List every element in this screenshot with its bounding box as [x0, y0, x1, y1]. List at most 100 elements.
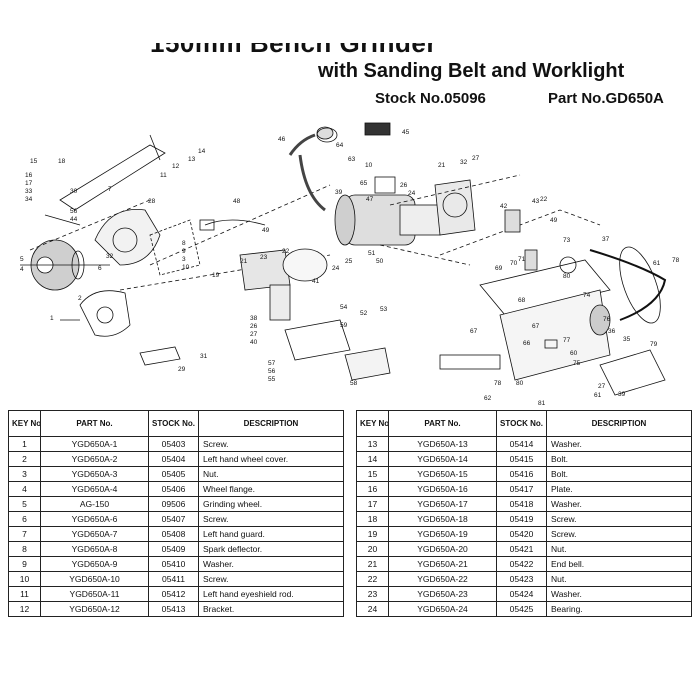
cell-stock-no: 05412 [148, 586, 199, 602]
cell-part-no: YGD650A-9 [40, 556, 149, 572]
diagram-label: 11 [160, 172, 167, 179]
diagram-label: 80 [563, 273, 571, 280]
cell-key: 2 [8, 451, 41, 467]
diagram-label: 78 [494, 380, 502, 387]
diagram-label: 66 [523, 340, 531, 347]
cell-description: Screw. [546, 511, 692, 527]
cell-stock-no: 05423 [496, 571, 547, 587]
cell-description: Washer. [198, 556, 344, 572]
cell-description: Screw. [198, 511, 344, 527]
cell-stock-no: 05425 [496, 601, 547, 617]
diagram-label: 54 [340, 304, 348, 311]
diagram-label: 9 [182, 248, 186, 255]
cell-stock-no: 09506 [148, 496, 199, 512]
diagram-label: 45 [402, 129, 410, 136]
cell-part-no: YGD650A-4 [40, 481, 149, 497]
cell-part-no: YGD650A-6 [40, 511, 149, 527]
cell-description: Grinding wheel. [198, 496, 344, 512]
diagram-label: 28 [148, 198, 156, 205]
diagram-label: 23 [260, 254, 268, 261]
diagram-label: 17 [25, 180, 33, 187]
title-crop-mask [0, 0, 700, 43]
diagram-label: 62 [484, 395, 492, 402]
cell-part-no: YGD650A-1 [40, 436, 149, 452]
diagram-label: 22 [540, 196, 548, 203]
diagram-label: 7 [108, 186, 112, 193]
diagram-label: 59 [340, 322, 348, 329]
cell-stock-no: 05413 [148, 601, 199, 617]
diagram-label: 53 [380, 306, 388, 313]
diagram-label: 58 [350, 380, 358, 387]
diagram-label: 42 [500, 203, 508, 210]
cell-description: Plate. [546, 481, 692, 497]
cell-description: Left hand eyeshield rod. [198, 586, 344, 602]
cell-description: Washer. [546, 436, 692, 452]
cell-part-no: YGD650A-18 [388, 511, 497, 527]
diagram-label: 44 [70, 216, 78, 223]
diagram-label: 57 [268, 360, 276, 367]
cell-key: 13 [356, 436, 389, 452]
column-header-key: KEY No. [356, 410, 389, 437]
diagram-label: 15 [30, 158, 38, 165]
cell-stock-no: 05416 [496, 466, 547, 482]
diagram-label: 33 [25, 188, 33, 195]
diagram-label: 41 [312, 278, 320, 285]
diagram-label: 75 [573, 360, 581, 367]
cell-stock-no: 05411 [148, 571, 199, 587]
diagram-label: 38 [250, 315, 258, 322]
column-header-description: DESCRIPTION [546, 410, 692, 437]
cell-description: Bolt. [546, 466, 692, 482]
cell-part-no: YGD650A-10 [40, 571, 149, 587]
column-header-stock: STOCK No. [496, 410, 547, 437]
diagram-label: 65 [360, 180, 368, 187]
diagram-label: 74 [583, 292, 591, 299]
diagram-label: 2 [78, 295, 82, 302]
cell-part-no: YGD650A-19 [388, 526, 497, 542]
cell-part-no: YGD650A-13 [388, 436, 497, 452]
cell-stock-no: 05421 [496, 541, 547, 557]
diagram-label: 49 [550, 217, 558, 224]
cell-description: Bracket. [198, 601, 344, 617]
diagram-label: 61 [594, 392, 602, 399]
diagram-label: 77 [563, 337, 571, 344]
cell-key: 7 [8, 526, 41, 542]
diagram-label: 27 [598, 383, 606, 390]
cell-description: Wheel flange. [198, 481, 344, 497]
diagram-label: 40 [250, 339, 258, 346]
diagram-label: 70 [510, 260, 518, 267]
cell-description: Screw. [198, 571, 344, 587]
cell-part-no: YGD650A-12 [40, 601, 149, 617]
diagram-label: 32 [106, 253, 114, 260]
cell-part-no: YGD650A-8 [40, 541, 149, 557]
diagram-label: 48 [233, 198, 241, 205]
diagram-label: 24 [332, 265, 340, 272]
cell-key: 8 [8, 541, 41, 557]
cell-key: 20 [356, 541, 389, 557]
diagram-label: 61 [653, 260, 661, 267]
diagram-label: 50 [376, 258, 384, 265]
cell-key: 5 [8, 496, 41, 512]
document-subtitle: with Sanding Belt and Worklight [318, 60, 625, 82]
cell-stock-no: 05407 [148, 511, 199, 527]
cell-stock-no: 05415 [496, 451, 547, 467]
cell-key: 18 [356, 511, 389, 527]
diagram-label: 6 [98, 265, 102, 272]
cell-key: 3 [8, 466, 41, 482]
cell-description: Nut. [546, 571, 692, 587]
diagram-label: 27 [472, 155, 480, 162]
diagram-label: 29 [178, 366, 186, 373]
diagram-label: 36 [608, 328, 616, 335]
diagram-label: 22 [282, 248, 290, 255]
exploded-parts-diagram: 15 18 16 17 33 34 30 7 28 56 44 14 13 12… [0, 115, 700, 407]
diagram-label: 31 [200, 353, 208, 360]
cell-part-no: YGD650A-11 [40, 586, 149, 602]
